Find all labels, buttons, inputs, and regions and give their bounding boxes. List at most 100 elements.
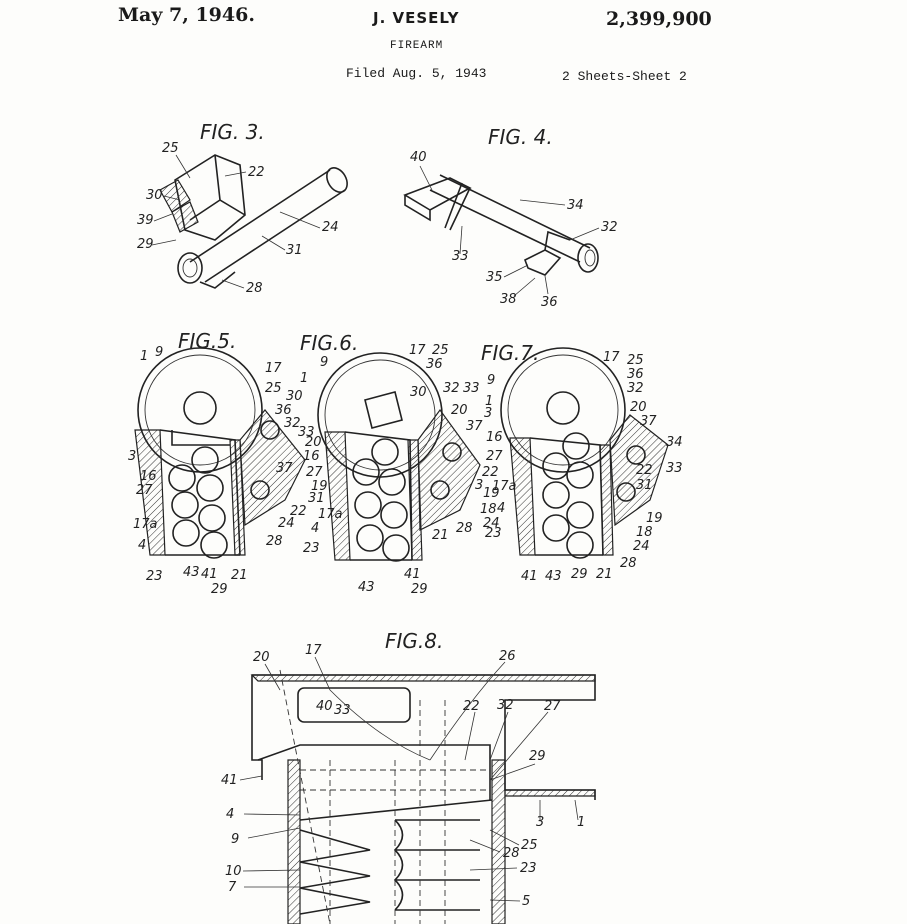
- ref-numeral: 3: [128, 449, 136, 464]
- figure-3-labels: 25 22 30 39 24 29 31 28: [137, 141, 339, 296]
- ref-numeral: 23: [146, 569, 163, 584]
- figure-8-title: FIG.8.: [385, 629, 443, 653]
- ref-numeral: 27: [544, 699, 561, 714]
- ref-numeral: 22: [636, 463, 653, 478]
- ref-numeral: 38: [500, 292, 517, 307]
- ref-numeral: 43: [183, 565, 200, 580]
- patent-date: May 7, 1946.: [118, 4, 255, 26]
- ref-numeral: 16: [140, 469, 157, 484]
- ref-numeral: 22: [290, 504, 307, 519]
- ref-numeral: 17: [265, 361, 282, 376]
- ref-numeral: 4: [138, 538, 146, 553]
- ref-numeral: 22: [482, 465, 499, 480]
- ref-numeral: 33: [452, 249, 469, 264]
- figure-5-labels: 9 1 17 25 30 36 32 33 20 16 3 37 27 19 2…: [128, 345, 328, 597]
- ref-numeral: 4: [226, 807, 234, 822]
- ref-numeral: 17: [603, 350, 620, 365]
- figure-4-labels: 40 34 32 33 35 38 36: [410, 150, 618, 310]
- ref-numeral: 37: [276, 461, 293, 476]
- ref-numeral: 1: [577, 815, 585, 830]
- figure-7: FIG.7. 17 25 36 32 9 1 3 20 37: [481, 341, 683, 584]
- ref-numeral: 20: [630, 400, 647, 415]
- figure-4: FIG. 4. 40 34 32 33 35 38 36: [403, 125, 618, 310]
- ref-numeral: 3: [536, 815, 544, 830]
- ref-numeral: 28: [456, 521, 473, 536]
- ref-numeral: 29: [571, 567, 588, 582]
- ref-numeral: 43: [545, 569, 562, 584]
- ref-numeral: 1: [140, 349, 148, 364]
- ref-numeral: 36: [627, 367, 644, 382]
- ref-numeral: 28: [620, 556, 637, 571]
- ref-numeral: 9: [155, 345, 163, 360]
- ref-numeral: 21: [596, 567, 613, 582]
- ref-numeral: 9: [320, 355, 328, 370]
- ref-numeral: 24: [278, 516, 295, 531]
- ref-numeral: 23: [520, 861, 537, 876]
- ref-numeral: 29: [137, 237, 154, 252]
- ref-numeral: 43: [358, 580, 375, 595]
- ref-numeral: 32: [497, 698, 514, 713]
- sheet-number: 2 Sheets-Sheet 2: [562, 69, 687, 84]
- ref-numeral: 40: [316, 699, 333, 714]
- ref-numeral: 37: [640, 414, 657, 429]
- ref-numeral: 3: [475, 478, 483, 493]
- ref-numeral: 17a: [133, 517, 158, 532]
- ref-numeral: 41: [201, 567, 218, 582]
- ref-numeral: 30: [410, 385, 427, 400]
- ref-numeral: 1: [300, 371, 308, 386]
- figure-8: FIG.8. 20 17 26 22 32 27 40 33 29 41 3: [221, 629, 596, 924]
- ref-numeral: 19: [483, 486, 500, 501]
- ref-numeral: 32: [627, 381, 644, 396]
- ref-numeral: 27: [306, 465, 323, 480]
- ref-numeral: 36: [426, 357, 443, 372]
- patent-number: 2,399,900: [606, 8, 712, 30]
- ref-numeral: 33: [298, 425, 315, 440]
- ref-numeral: 39: [137, 213, 154, 228]
- ref-numeral: 29: [411, 582, 428, 597]
- figure-4-title: FIG. 4.: [488, 125, 553, 149]
- figure-7-title: FIG.7.: [481, 341, 539, 365]
- ref-numeral: 9: [231, 832, 239, 847]
- patent-title: FIREARM: [390, 40, 444, 52]
- ref-numeral: 9: [487, 373, 495, 388]
- ref-numeral: 31: [636, 478, 653, 493]
- ref-numeral: 41: [404, 567, 421, 582]
- ref-numeral: 17: [409, 343, 426, 358]
- ref-numeral: 31: [308, 491, 325, 506]
- ref-numeral: 4: [311, 521, 319, 536]
- figure-8-labels: 20 17 26 22 32 27 40 33 29 41 3 1 4 25 9…: [221, 643, 585, 909]
- figure-5: FIG.5. 9 1 17 25 30 36 32 33 20: [128, 329, 328, 597]
- ref-numeral: 35: [486, 270, 503, 285]
- ref-numeral: 3: [484, 406, 492, 421]
- ref-numeral: 25: [627, 353, 644, 368]
- ref-numeral: 34: [666, 435, 683, 450]
- ref-numeral: 36: [541, 295, 558, 310]
- ref-numeral: 23: [485, 526, 502, 541]
- ref-numeral: 5: [522, 894, 530, 909]
- ref-numeral: 17: [305, 643, 322, 658]
- ref-numeral: 32: [443, 381, 460, 396]
- figure-3: FIG. 3. 25 22 30 39 24 29 31 28: [137, 120, 348, 296]
- ref-numeral: 21: [432, 528, 449, 543]
- ref-numeral: 36: [275, 403, 292, 418]
- ref-numeral: 32: [601, 220, 618, 235]
- ref-numeral: 25: [162, 141, 179, 156]
- ref-numeral: 1: [485, 394, 493, 409]
- ref-numeral: 17a: [318, 507, 343, 522]
- ref-numeral: 28: [246, 281, 263, 296]
- ref-numeral: 17a: [492, 479, 517, 494]
- ref-numeral: 20: [451, 403, 468, 418]
- ref-numeral: 27: [486, 449, 503, 464]
- ref-numeral: 29: [529, 749, 546, 764]
- ref-numeral: 4: [497, 501, 505, 516]
- ref-numeral: 22: [248, 165, 265, 180]
- ref-numeral: 33: [666, 461, 683, 476]
- figure-6: FIG.6. 9 1 17 25 36 30 32 33 20: [300, 331, 500, 597]
- ref-numeral: 28: [503, 846, 520, 861]
- ref-numeral: 33: [463, 381, 480, 396]
- ref-numeral: 40: [410, 150, 427, 165]
- ref-numeral: 28: [266, 534, 283, 549]
- figure-6-labels: 9 1 17 25 36 30 32 33 20 16 37 27 22 3 1…: [300, 343, 500, 597]
- figure-3-title: FIG. 3.: [200, 120, 265, 144]
